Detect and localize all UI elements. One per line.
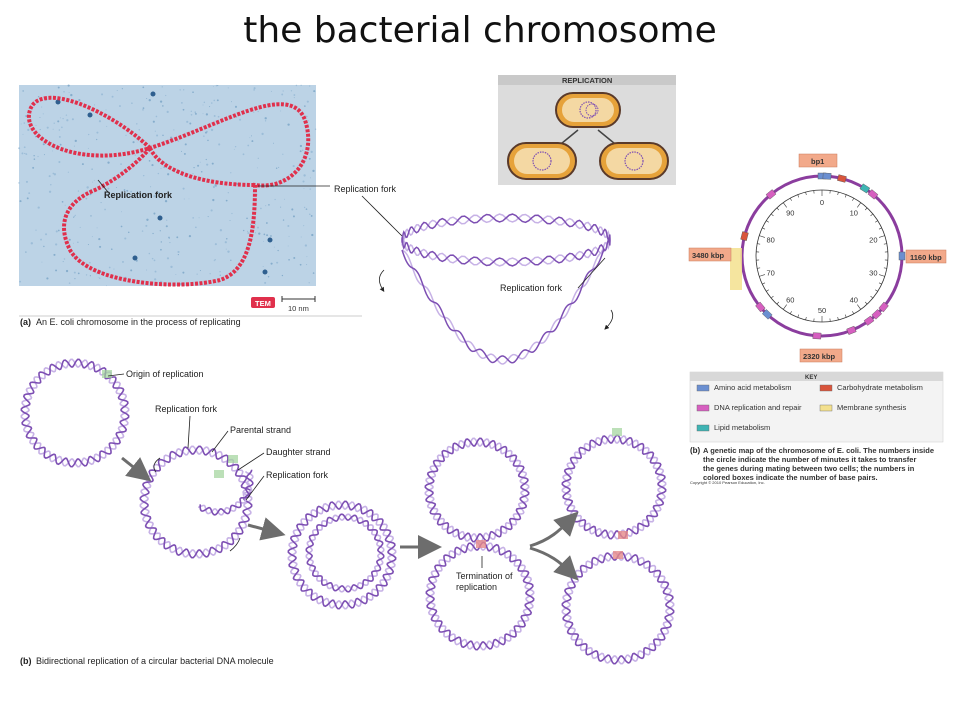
caption-b-letter: (b) — [20, 656, 32, 666]
direction-arrow-left — [378, 269, 385, 293]
gene-marker — [812, 332, 822, 340]
map-box-right-text: 1160 kbp — [910, 253, 942, 262]
key-swatch — [696, 384, 710, 392]
caption-b-text: Bidirectional replication of a circular … — [36, 656, 274, 666]
key-entry-label: Amino acid metabolism — [714, 383, 792, 392]
map-box-bp1 — [798, 153, 838, 168]
gene-marker — [822, 172, 832, 180]
gene-marker — [740, 231, 749, 241]
daughter-strand-label: Daughter strand — [266, 447, 331, 457]
map-box-right — [905, 249, 947, 264]
fork-label-2: Replication fork — [266, 470, 329, 480]
map-box-left-text: 3480 kbp — [692, 251, 725, 260]
map-minute-label: 30 — [869, 269, 877, 278]
slide-title: the bacterial chromosome — [243, 10, 717, 51]
map-caption-line: A genetic map of the chromosome of E. co… — [703, 446, 934, 455]
fork-label-1: Replication fork — [155, 404, 218, 414]
key-swatch — [696, 404, 710, 412]
gene-marker — [863, 315, 875, 326]
gene-marker — [898, 251, 906, 261]
map-caption-line: the genes during mating between two cell… — [703, 464, 915, 473]
direction-arrow-right — [604, 309, 614, 330]
gene-marker — [859, 183, 871, 194]
gene-marker — [867, 189, 879, 200]
schematic-bottom-loop — [401, 248, 605, 365]
key-header: KEY — [805, 375, 817, 381]
map-caption-line: colored boxes indicate the number of bas… — [703, 473, 878, 482]
map-inner-ring — [755, 189, 889, 323]
key-swatch — [819, 384, 833, 392]
map-minute-label: 40 — [850, 296, 858, 305]
map-minute-label: 60 — [786, 296, 794, 305]
parental-strand-label: Parental strand — [230, 425, 291, 435]
gene-marker — [761, 309, 773, 320]
map-minute-label: 70 — [766, 269, 774, 278]
schematic-fork-pointer-top — [361, 195, 403, 237]
map-caption-line: the circle indicate the number of minute… — [703, 455, 916, 464]
map-gene-markers — [740, 172, 906, 340]
replication-schematic: Replication fork Replication fork — [334, 184, 614, 365]
map-minute-ticks: 0 10 20 30 40 50 60 70 80 90 — [756, 190, 888, 322]
key-entry-label: Carbohydrate metabolism — [837, 383, 923, 392]
termination-label-2: replication — [456, 582, 497, 592]
caption-a-text: An E. coli chromosome in the process of … — [36, 317, 241, 327]
key-swatch — [696, 424, 710, 432]
key-entries: Amino acid metabolism Carbohydrate metabo… — [696, 383, 923, 432]
gene-marker — [878, 301, 889, 313]
map-minute-label: 0 — [820, 198, 824, 207]
micrograph-fork-pointer — [97, 179, 109, 193]
map-minute-label: 50 — [818, 306, 826, 315]
schematic-fork-label-right: Replication fork — [500, 283, 563, 293]
map-key: KEY Amino acid metabolism Carbohydrate me… — [689, 371, 944, 443]
map-minute-label: 80 — [766, 235, 774, 244]
origin-label: Origin of replication — [126, 369, 204, 379]
gene-marker — [846, 325, 857, 335]
map-minute-label: 90 — [786, 208, 794, 217]
map-caption: A genetic map of the chromosome of E. co… — [703, 446, 934, 482]
membrane-synthesis-band — [730, 248, 742, 290]
micrograph-dna-branch — [148, 147, 256, 187]
key-entry-label: DNA replication and repair — [714, 403, 802, 412]
tem-micrograph: Replication fork TEM 10 nm — [18, 84, 330, 313]
map-box-bp1-text: bp1 — [811, 157, 824, 166]
schematic-fork-label-top: Replication fork — [334, 184, 397, 194]
map-box-left — [688, 247, 732, 262]
genetic-map: 0 10 20 30 40 50 60 70 80 90 bp1 1160 kbp 2320 kb… — [688, 153, 947, 363]
micrograph-fork-label: Replication fork — [104, 190, 173, 200]
schematic-fork-pointer-right — [577, 257, 606, 289]
gene-marker — [755, 301, 766, 313]
tem-badge — [251, 297, 275, 308]
replication-panel: REPLICATION — [498, 75, 676, 185]
termination-label-1: Termination of — [456, 571, 513, 581]
copyright-text: Copyright © 2010 Pearson Education, Inc. — [690, 480, 765, 485]
process-arrows — [121, 456, 579, 581]
gene-marker — [837, 174, 847, 183]
gene-marker — [765, 189, 777, 200]
schematic-top-loop — [401, 213, 611, 267]
key-entry-label: Lipid metabolism — [714, 423, 770, 432]
map-minute-label: 20 — [869, 235, 877, 244]
gene-marker — [871, 309, 883, 320]
key-box — [689, 371, 944, 443]
micrograph-dna-loop — [26, 95, 311, 287]
key-entry-label: Membrane synthesis — [837, 403, 906, 412]
map-box-bottom-text: 2320 kbp — [803, 352, 836, 361]
tem-badge-text: TEM — [255, 299, 271, 308]
map-box-bottom — [799, 348, 843, 363]
map-caption-letter: (b) — [690, 446, 701, 455]
replication-panel-header: REPLICATION — [562, 76, 612, 85]
scale-bar-label: 10 nm — [288, 304, 309, 313]
key-swatch — [819, 404, 833, 412]
bidirectional-replication — [20, 358, 675, 665]
caption-a-letter: (a) — [20, 317, 31, 327]
map-minute-label: 10 — [850, 208, 858, 217]
